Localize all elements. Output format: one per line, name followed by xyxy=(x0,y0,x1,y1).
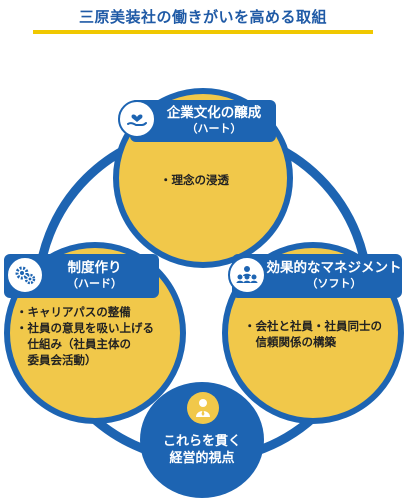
bottom-line-1: これらを貫く xyxy=(162,434,241,449)
title-underline xyxy=(33,30,373,34)
page-title: 三原美装社の働きがいを高める取組 xyxy=(78,8,327,26)
bottom-line-2: 経営的視点 xyxy=(169,451,235,466)
item-management-2: 信頼関係の構築 xyxy=(244,335,336,349)
heading-management: 効果的なマネジメント xyxy=(266,260,402,276)
person-icon xyxy=(187,392,219,424)
item-systems-4: 委員会活動） xyxy=(16,353,97,367)
item-management-1: ・会社と社員・社員同士の xyxy=(244,319,382,333)
heart-hand-icon xyxy=(118,100,156,138)
subheading-corporate-culture: （ハート） xyxy=(186,122,242,135)
heading-systems: 制度作り xyxy=(67,260,122,276)
text-management-perspective: これらを貫く 経営的視点 xyxy=(140,433,264,467)
team-icon xyxy=(228,256,266,294)
text-corporate-culture: ・理念の浸透 xyxy=(160,172,229,188)
gears-icon xyxy=(6,256,44,294)
bar-corporate-culture: 企業文化の醸成 （ハート） xyxy=(130,100,276,142)
item-systems-3: 仕組み（社員主体の xyxy=(16,337,131,351)
text-systems: ・キャリアパスの整備 ・社員の意見を吸い上げる 仕組み（社員主体の 委員会活動） xyxy=(16,304,154,368)
item-corporate-culture-1: ・理念の浸透 xyxy=(160,173,229,187)
item-systems-1: ・キャリアパスの整備 xyxy=(16,305,131,319)
heading-corporate-culture: 企業文化の醸成 xyxy=(166,105,262,121)
item-systems-2: ・社員の意見を吸い上げる xyxy=(16,321,154,335)
subheading-systems: （ハード） xyxy=(67,277,122,290)
subheading-management: （ソフト） xyxy=(306,277,362,290)
text-management: ・会社と社員・社員同士の 信頼関係の構築 xyxy=(244,318,382,350)
